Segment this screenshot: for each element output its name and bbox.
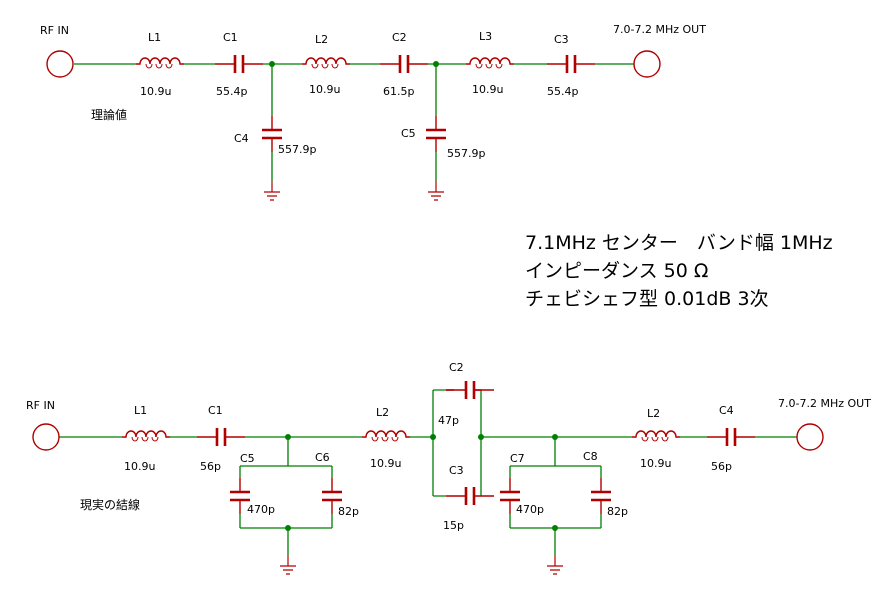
bottom-junction-6 (552, 525, 558, 531)
bottom-c4-value: 56p (711, 460, 732, 473)
top-l3-inductor (465, 57, 515, 69)
bottom-l2-value: 10.9u (370, 457, 401, 470)
bottom-junction-3 (478, 434, 484, 440)
top-output-label: 7.0-7.2 MHz OUT (613, 23, 706, 36)
bottom-c4-capacitor (705, 426, 757, 448)
bottom-l2-ref: L2 (376, 406, 389, 419)
top-ground-1 (263, 181, 281, 201)
spec-block: 7.1MHz センター バンド幅 1MHz インピーダンス 50 Ω チェビシェ… (525, 232, 833, 310)
bottom-output-label: 7.0-7.2 MHz OUT (778, 397, 871, 410)
bottom-input-label: RF IN (26, 399, 55, 412)
top-c3-capacitor (545, 53, 597, 75)
top-l2-ref: L2 (315, 33, 328, 46)
top-c4-value: 557.9p (278, 143, 316, 156)
top-l1-ref: L1 (148, 31, 161, 44)
bottom-l1-inductor (121, 430, 171, 442)
bottom-note: 現実の結線 (80, 497, 140, 512)
top-c1-capacitor (213, 53, 265, 75)
bottom-junction-5 (285, 525, 291, 531)
top-l3-value: 10.9u (472, 83, 503, 96)
bottom-wires (59, 389, 797, 556)
bottom-junction-1 (285, 434, 291, 440)
top-c3-value: 55.4p (547, 85, 578, 98)
top-wires (74, 63, 634, 182)
bottom-l2-inductor (361, 430, 411, 442)
bottom-c4-ref: C4 (719, 404, 734, 417)
bottom-c1-ref: C1 (208, 404, 223, 417)
top-c1-value: 55.4p (216, 85, 247, 98)
top-c1-ref: C1 (223, 31, 238, 44)
bottom-ground-2 (546, 555, 564, 575)
bottom-c1-value: 56p (200, 460, 221, 473)
bottom-l2b-ref: L2 (647, 407, 660, 420)
top-ground-2 (427, 181, 445, 201)
top-l1-value: 10.9u (140, 85, 171, 98)
bottom-rf-in-port (32, 423, 60, 451)
top-rf-out-port (633, 50, 661, 78)
bottom-c5-value: 470p (247, 503, 275, 516)
bottom-c2-ref: C2 (449, 361, 464, 374)
top-note: 理論値 (91, 107, 127, 122)
bottom-junction-2 (430, 434, 436, 440)
bottom-junction-4 (552, 434, 558, 440)
top-l1-inductor (135, 57, 185, 69)
top-l2-inductor (301, 57, 351, 69)
bottom-l1-value: 10.9u (124, 460, 155, 473)
top-c2-capacitor (378, 53, 430, 75)
bottom-l1-ref: L1 (134, 404, 147, 417)
bottom-schematic: RF IN 7.0-7.2 MHz OUT 現実の結線 L1 10.9u C1 … (26, 361, 871, 575)
bottom-c7-value: 470p (516, 503, 544, 516)
top-schematic: RF IN 7.0-7.2 MHz OUT 理論値 L1 10.9u C1 55… (40, 23, 706, 201)
bottom-c5-ref: C5 (240, 452, 255, 465)
bottom-c2-value: 47p (438, 414, 459, 427)
bottom-c1-capacitor (195, 426, 247, 448)
bottom-l2b-inductor (631, 430, 681, 442)
bottom-rf-out-port (796, 423, 824, 451)
bottom-ground-1 (279, 555, 297, 575)
bottom-l2b-value: 10.9u (640, 457, 671, 470)
bottom-c6-ref: C6 (315, 451, 330, 464)
top-c5-capacitor (424, 114, 448, 154)
top-input-label: RF IN (40, 24, 69, 37)
top-junction-1 (269, 61, 275, 67)
top-l3-ref: L3 (479, 30, 492, 43)
bottom-c3-capacitor (444, 485, 496, 507)
top-c5-ref: C5 (401, 127, 416, 140)
bottom-c3-ref: C3 (449, 464, 464, 477)
top-c5-value: 557.9p (447, 147, 485, 160)
spec-line-3: チェビシェフ型 0.01dB 3次 (525, 288, 769, 310)
bottom-c6-value: 82p (338, 505, 359, 518)
bottom-c3-value: 15p (443, 519, 464, 532)
spec-line-2: インピーダンス 50 Ω (525, 260, 708, 282)
bottom-c8-ref: C8 (583, 450, 598, 463)
top-c3-ref: C3 (554, 33, 569, 46)
top-junction-2 (433, 61, 439, 67)
top-c2-value: 61.5p (383, 85, 414, 98)
top-rf-in-port (46, 50, 74, 78)
bottom-c7-ref: C7 (510, 452, 525, 465)
top-l2-value: 10.9u (309, 83, 340, 96)
top-c4-ref: C4 (234, 132, 249, 145)
bottom-c8-value: 82p (607, 505, 628, 518)
top-c2-ref: C2 (392, 31, 407, 44)
spec-line-1: 7.1MHz センター バンド幅 1MHz (525, 232, 833, 254)
